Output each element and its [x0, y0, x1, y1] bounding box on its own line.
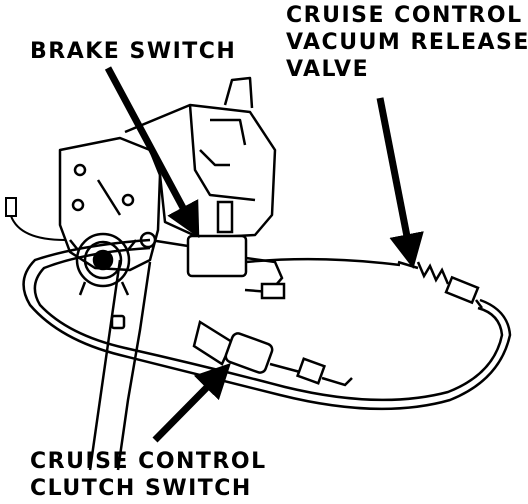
brake-switch-label: BRAKE SWITCH: [30, 39, 237, 64]
vacuum-release-valve-label: CRUISE CONTROL VACUUM RELEASE VALVE: [286, 3, 528, 82]
vacuum-release-valve: [397, 260, 483, 309]
vacuum-valve-arrow: [376, 97, 424, 269]
return-spring: [69, 232, 137, 296]
pedal-arm: [88, 259, 152, 471]
clutch-switch-arrow: [152, 363, 231, 443]
clutch-switch-label: CRUISE CONTROL CLUTCH SWITCH: [30, 449, 267, 501]
left-electrical-lead: [5, 197, 66, 241]
pedal-bracket-assembly: [58, 76, 277, 272]
brake-switch-arrow: [104, 66, 200, 239]
clutch-switch-body: [110, 314, 353, 387]
brake-switch-body: [139, 200, 286, 300]
callout-arrows: [104, 66, 424, 443]
